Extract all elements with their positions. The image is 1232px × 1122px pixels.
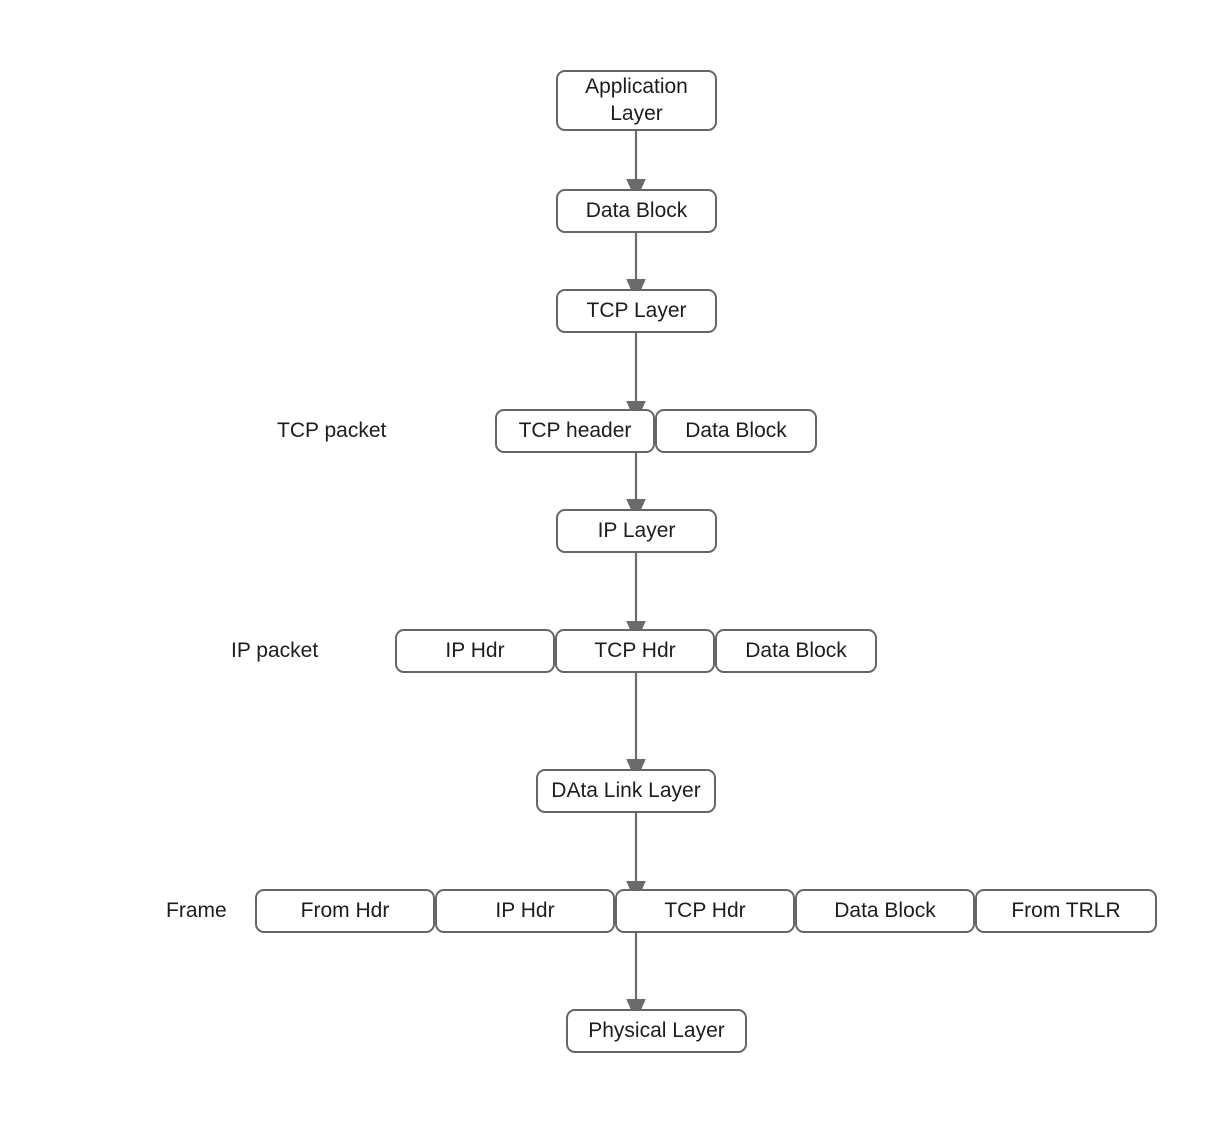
packet-cell-ip-hdr-label: IP Hdr <box>445 639 505 662</box>
frame-cell-from-trlr-label: From TRLR <box>1011 899 1121 922</box>
packet-cell-ip-data-block-label: Data Block <box>745 639 847 662</box>
frame-cell-from-hdr-label: From Hdr <box>300 899 390 922</box>
packet-cell-ip-hdr[interactable]: IP Hdr <box>395 629 555 673</box>
node-tcp-layer[interactable]: TCP Layer <box>556 289 717 333</box>
data-block-label: Data Block <box>585 198 688 222</box>
label-frame: Frame <box>166 889 227 933</box>
frame-label-text: Frame <box>166 899 227 922</box>
packet-cell-tcp-header-label: TCP header <box>518 419 632 442</box>
frame-cell-ip-hdr[interactable]: IP Hdr <box>435 889 615 933</box>
packet-cell-ip-tcp-hdr[interactable]: TCP Hdr <box>555 629 715 673</box>
frame-cell-tcp-hdr[interactable]: TCP Hdr <box>615 889 795 933</box>
node-physical-layer[interactable]: Physical Layer <box>566 1009 747 1053</box>
node-data-link-layer[interactable]: DAta Link Layer <box>536 769 716 813</box>
tcp-layer-label: TCP Layer <box>586 298 687 322</box>
data-link-layer-label: DAta Link Layer <box>551 778 701 802</box>
packet-row-frame: From Hdr IP Hdr TCP Hdr Data Block From … <box>255 889 1157 933</box>
packet-row-ip: IP Hdr TCP Hdr Data Block <box>395 629 877 673</box>
packet-cell-ip-data-block[interactable]: Data Block <box>715 629 877 673</box>
label-tcp-packet: TCP packet <box>277 409 386 453</box>
node-application-layer[interactable]: Application Layer <box>556 70 717 131</box>
node-ip-layer[interactable]: IP Layer <box>556 509 717 553</box>
application-layer-label-line2: Layer <box>610 101 663 125</box>
packet-row-tcp: TCP header Data Block <box>495 409 817 453</box>
frame-cell-data-block[interactable]: Data Block <box>795 889 975 933</box>
frame-cell-tcp-hdr-label: TCP Hdr <box>664 899 746 922</box>
packet-cell-tcp-data-block[interactable]: Data Block <box>655 409 817 453</box>
frame-cell-ip-hdr-label: IP Hdr <box>495 899 555 922</box>
ip-packet-label-text: IP packet <box>231 639 319 662</box>
frame-cell-from-trlr[interactable]: From TRLR <box>975 889 1157 933</box>
packet-cell-tcp-data-block-label: Data Block <box>685 419 787 442</box>
node-data-block[interactable]: Data Block <box>556 189 717 233</box>
packet-cell-ip-tcp-hdr-label: TCP Hdr <box>594 639 676 662</box>
application-layer-label-line1: Application <box>585 74 688 98</box>
ip-layer-label: IP Layer <box>597 518 676 542</box>
packet-cell-tcp-header[interactable]: TCP header <box>495 409 655 453</box>
tcp-packet-label-text: TCP packet <box>277 419 387 442</box>
frame-cell-from-hdr[interactable]: From Hdr <box>255 889 435 933</box>
physical-layer-label: Physical Layer <box>588 1018 725 1042</box>
frame-cell-data-block-label: Data Block <box>834 899 936 922</box>
label-ip-packet: IP packet <box>231 629 318 673</box>
